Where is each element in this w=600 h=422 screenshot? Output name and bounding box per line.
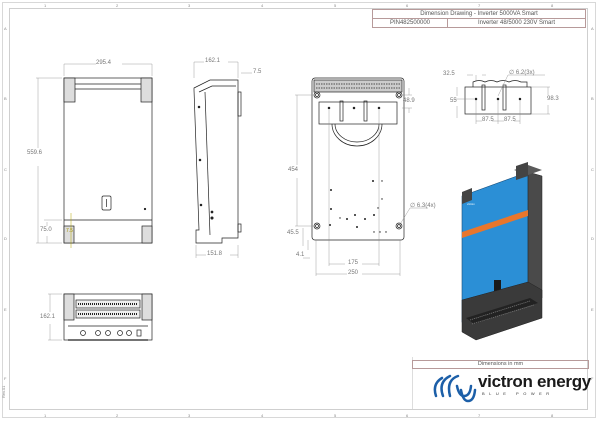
- dim-back-hole-spacing: 175: [348, 260, 359, 266]
- zone-col-2: 2: [116, 413, 119, 418]
- zone-col-7: 7: [478, 3, 481, 8]
- zone-col-4: 4: [261, 3, 264, 8]
- dim-front-height: 559.6: [27, 150, 43, 156]
- zone-row-f: F: [591, 376, 594, 381]
- dim-side-offset: 7.5: [253, 69, 262, 75]
- back-view: [311, 77, 405, 241]
- side-view: [193, 79, 242, 244]
- dim-bracket-hole-height: 55: [450, 98, 457, 104]
- zone-row-a: A: [591, 26, 594, 31]
- dim-back-mount-height: 454: [288, 167, 299, 173]
- zone-col-5: 5: [334, 3, 337, 8]
- zone-row-e: E: [591, 307, 594, 312]
- dim-back-width: 250: [348, 270, 359, 276]
- dim-back-hole-diameter: ∅ 6.3(4x): [410, 203, 436, 209]
- part-row: PIN482500000 Inverter 48/5000 230V Smart: [372, 19, 586, 28]
- zone-col-3: 3: [188, 413, 191, 418]
- dim-side-depth-top: 162.1: [205, 58, 221, 64]
- dim-front-small: 7.5: [66, 228, 73, 234]
- brand-name: victron energy: [478, 372, 591, 391]
- dim-bracket-spacing-left: 87.5: [482, 117, 494, 123]
- dim-bracket-spacing-right: 87.5: [504, 117, 516, 123]
- iso-brand-mark: victron: [467, 202, 475, 206]
- zone-col-8: 8: [551, 3, 554, 8]
- iso-view: victron: [461, 162, 543, 341]
- zone-row-e: E: [4, 307, 7, 312]
- zone-col-4: 4: [261, 413, 264, 418]
- logo-block: [412, 357, 588, 409]
- bottom-view: [63, 293, 153, 341]
- dim-front-bottom: 75.0: [40, 227, 52, 233]
- zone-col-8: 8: [551, 413, 554, 418]
- zone-row-d: D: [591, 236, 594, 241]
- zone-col-1: 1: [44, 413, 47, 418]
- dim-front-width: 295.4: [96, 60, 112, 66]
- zone-row-b: B: [591, 96, 594, 101]
- dim-bracket-height: 98.3: [547, 96, 559, 102]
- drawing-frame-outer: [2, 2, 596, 418]
- title-row: Dimension Drawing - Inverter 5000VA Smar…: [372, 9, 586, 19]
- zone-col-3: 3: [188, 3, 191, 8]
- front-view: [63, 77, 153, 244]
- zone-col-1: 1: [44, 3, 47, 8]
- dim-back-bottom-gap: 4.1: [296, 252, 305, 258]
- zone-row-a: A: [4, 26, 7, 31]
- dim-bracket-hole-diameter: ∅ 6.2(3x): [509, 70, 535, 76]
- zone-col-7: 7: [478, 413, 481, 418]
- units-caption: Dimensions in mm: [412, 360, 589, 369]
- zone-col-6: 6: [406, 413, 409, 418]
- dim-side-depth-bottom: 151.8: [207, 251, 223, 257]
- drawing-frame-inner: [9, 8, 588, 410]
- dim-bottom-depth: 162.1: [40, 314, 56, 320]
- zone-row-b: B: [4, 96, 7, 101]
- zone-row-c: C: [591, 167, 594, 172]
- part-number: PIN482500000: [389, 20, 431, 26]
- zone-row-f: F: [4, 376, 7, 381]
- victron-logo-icon: [433, 374, 477, 403]
- drawing-title: Dimension Drawing - Inverter 5000VA Smar…: [420, 11, 538, 17]
- title-block: Dimension Drawing - Inverter 5000VA Smar…: [372, 9, 586, 28]
- dim-bracket-offset: 32.5: [443, 71, 455, 77]
- zone-row-c: C: [4, 167, 7, 172]
- dim-back-bracket-height: 48.9: [403, 98, 415, 104]
- zone-row-d: D: [4, 236, 7, 241]
- zone-col-6: 6: [406, 3, 409, 8]
- brand-tagline: BLUE POWER: [482, 391, 554, 396]
- zone-col-5: 5: [334, 413, 337, 418]
- zone-col-2: 2: [116, 3, 119, 8]
- part-description: Inverter 48/5000 230V Smart: [447, 19, 585, 27]
- dim-back-bottom-offset: 45.5: [287, 230, 299, 236]
